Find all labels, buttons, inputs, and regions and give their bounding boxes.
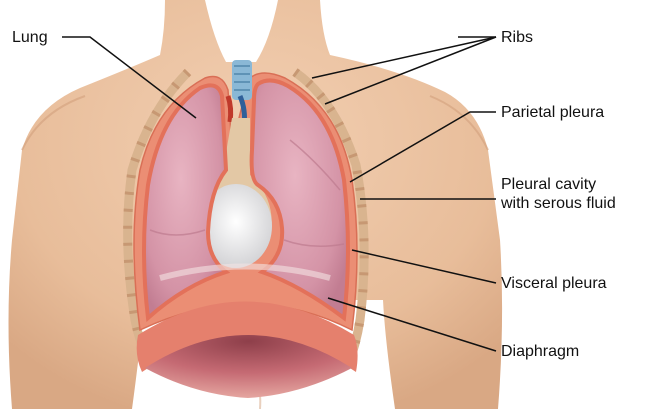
label-pleural-cavity-line2: with serous fluid [501,194,616,213]
label-lung: Lung [12,28,48,47]
label-parietal-pleura: Parietal pleura [501,103,604,122]
label-pleural-cavity: Pleural cavity with serous fluid [501,175,616,213]
label-ribs: Ribs [501,28,533,47]
label-diaphragm: Diaphragm [501,342,579,361]
label-visceral-pleura: Visceral pleura [501,274,607,293]
label-pleural-cavity-line1: Pleural cavity [501,175,616,194]
